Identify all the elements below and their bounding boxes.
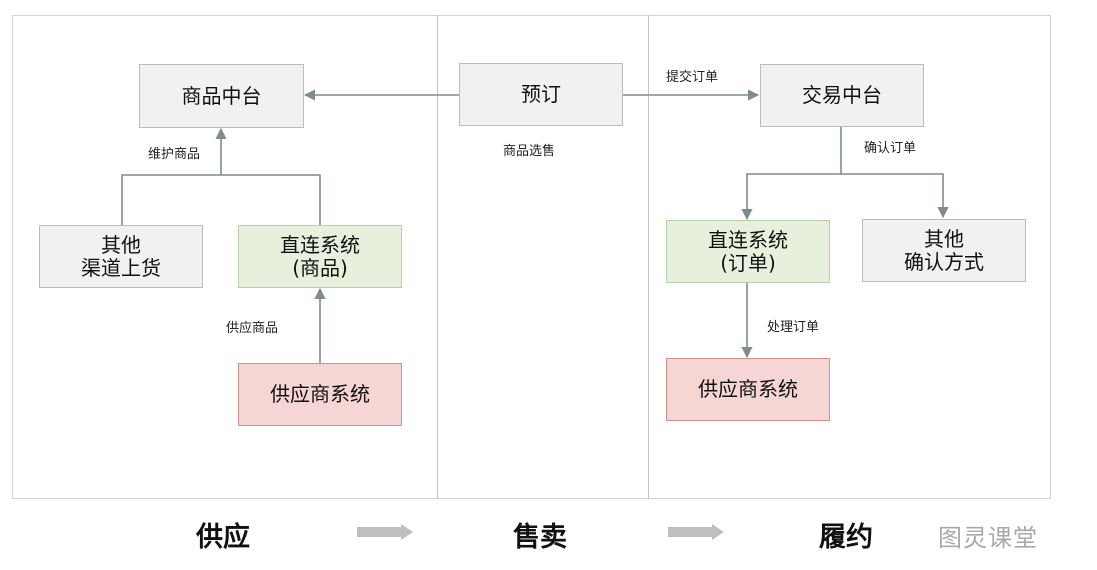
booking-box: 预订 <box>459 63 623 126</box>
label-process-order: 处理订单 <box>767 320 820 335</box>
label-maintain-goods: 维护商品 <box>148 147 201 162</box>
diagram-frame <box>12 15 1051 499</box>
label-submit-order: 提交订单 <box>666 70 719 85</box>
direct-goods-box: 直连系统 (商品) <box>238 225 402 288</box>
label-supply-goods: 供应商品 <box>226 321 279 336</box>
trade-platform-box: 交易中台 <box>760 64 924 127</box>
supplier-left-box: 供应商系统 <box>238 363 402 426</box>
section-title-fulfill: 履约 <box>819 522 873 553</box>
section-divider-2 <box>648 15 649 499</box>
direct-order-box: 直连系统 (订单) <box>666 220 830 283</box>
section-title-sell: 售卖 <box>513 522 567 553</box>
arrow-confirm-split <box>741 173 949 221</box>
watermark: 图灵课堂 <box>938 524 1038 552</box>
section-arrow-1 <box>357 524 413 540</box>
supplier-right-box: 供应商系统 <box>666 358 830 421</box>
connector-left-merge <box>121 174 321 225</box>
other-channel-box: 其他 渠道上货 <box>39 225 203 288</box>
section-title-supply: 供应 <box>196 522 250 553</box>
section-arrow-2 <box>668 524 724 540</box>
label-confirm-order: 确认订单 <box>864 141 917 156</box>
label-goods-selection: 商品选售 <box>503 144 556 159</box>
other-confirm-box: 其他 确认方式 <box>862 219 1026 282</box>
section-divider-1 <box>437 15 438 499</box>
goods-platform-box: 商品中台 <box>139 64 304 128</box>
